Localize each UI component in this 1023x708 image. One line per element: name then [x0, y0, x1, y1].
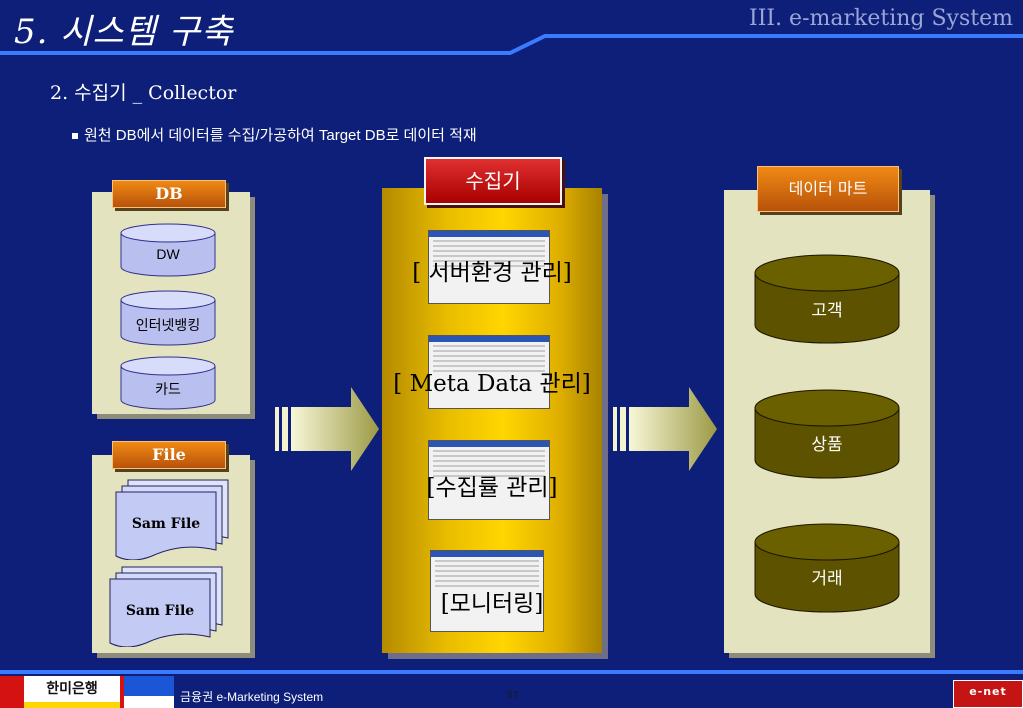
company-logo: e-net: [953, 680, 1023, 708]
bullet-text: 원천 DB에서 데이터를 수집/가공하여 Target DB로 데이터 적재: [84, 127, 477, 144]
cylinder-icon: [754, 523, 900, 613]
footer-system-name: 금융권 e-Marketing System: [180, 690, 324, 704]
bullet-icon: [72, 133, 78, 140]
footer-divider: [0, 670, 1023, 674]
cylinder-icon: [120, 356, 216, 410]
db-cylinder-internet-banking: 인터넷뱅킹: [120, 290, 216, 346]
mart-cylinder-customer: 고객: [754, 253, 900, 345]
bank-logo: 한미은행: [0, 676, 174, 708]
right-arrow-icon: [613, 387, 717, 471]
screenshot-thumbnail: [428, 335, 550, 409]
slide-title: 5. 시스템 구축: [14, 12, 234, 52]
cylinder-label: 카드: [155, 381, 181, 397]
db-label: DB: [112, 180, 226, 208]
section-title: 2. 수집기 _ Collector: [50, 82, 237, 104]
right-arrow-icon: [275, 387, 379, 471]
document-stack-icon: [109, 566, 223, 648]
cylinder-label: 상품: [811, 435, 843, 454]
cylinder-label: 인터넷뱅킹: [135, 317, 201, 333]
cylinder-icon: [120, 223, 216, 277]
footer-text: 금융권 e-Marketing System: [180, 688, 323, 705]
db-cylinder-card: 카드: [120, 356, 216, 410]
document-stack-icon: [115, 479, 229, 561]
mart-cylinder-product: 상품: [754, 388, 900, 480]
header-section-label: III. e-marketing System: [749, 6, 1013, 31]
cylinder-icon: [754, 389, 900, 479]
collector-item-meta: [ Meta Data 관리]: [393, 371, 591, 397]
file-label: File: [112, 441, 226, 469]
file-stack-1: Sam File: [114, 478, 232, 561]
cylinder-icon: [754, 254, 900, 344]
collector-item-monitoring: [모니터링]: [440, 591, 544, 617]
mart-cylinder-transaction: 거래: [754, 522, 900, 614]
screenshot-thumbnail: [430, 550, 544, 632]
collector-item-server: [ 서버환경 관리]: [412, 260, 572, 286]
bullet-description: 원천 DB에서 데이터를 수집/가공하여 Target DB로 데이터 적재: [72, 124, 477, 145]
datamart-label: 데이터 마트: [757, 166, 899, 212]
cylinder-label: 거래: [811, 569, 843, 588]
file-label-text: Sam File: [131, 516, 201, 532]
file-stack-2: Sam File: [108, 565, 226, 648]
db-cylinder-dw: DW: [120, 223, 216, 277]
cylinder-icon: [120, 290, 216, 346]
cylinder-label: DW: [156, 246, 180, 262]
bank-logo-text: 한미은행: [24, 676, 120, 702]
screenshot-thumbnail: [428, 440, 550, 520]
header-divider: [0, 34, 1023, 55]
collector-item-rate: [수집률 관리]: [426, 475, 558, 501]
collector-title: 수집기: [424, 157, 562, 205]
file-label-text: Sam File: [125, 603, 195, 619]
page-number: 37: [506, 690, 519, 701]
cylinder-label: 고객: [811, 301, 843, 320]
screenshot-thumbnail: [428, 230, 550, 304]
